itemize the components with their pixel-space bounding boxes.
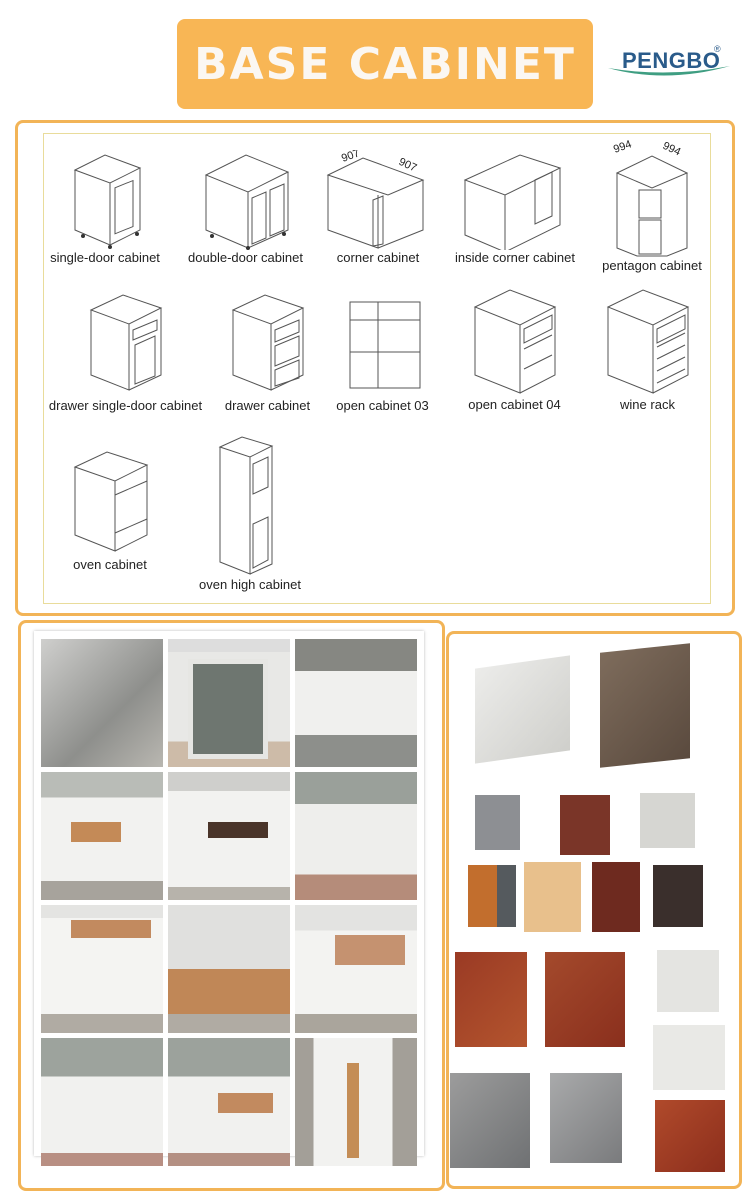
diagram-frame (43, 133, 711, 604)
cabinet-open-03: open cabinet 03 (320, 290, 445, 413)
photo-item (295, 1038, 417, 1166)
photo-item (295, 905, 417, 1033)
oven-cabinet-icon (73, 451, 149, 552)
furniture-item (455, 952, 527, 1047)
furniture-item (592, 862, 640, 932)
logo-swoosh-icon (608, 66, 730, 76)
photo-item (168, 772, 290, 900)
photo-item (168, 905, 290, 1033)
pentagon-cabinet-icon: 994 994 (612, 138, 689, 257)
cabinet-drawer: drawer cabinet (205, 290, 330, 413)
furniture-item (657, 950, 719, 1012)
double-door-cabinet-icon (204, 154, 289, 250)
cabinet-oven-high: oven high cabinet (180, 432, 320, 592)
cabinet-double-door: double-door cabinet (178, 150, 313, 265)
registered-mark: ® (714, 44, 721, 54)
cabinet-oven: oven cabinet (50, 445, 170, 572)
oven-high-cabinet-icon (218, 436, 274, 575)
brand-logo: PENGBO ® (604, 40, 734, 90)
drawer-single-door-cabinet-icon (89, 294, 162, 391)
furniture-item (524, 862, 581, 932)
photo-item (41, 1038, 163, 1166)
photo-item (295, 772, 417, 900)
furniture-item (653, 865, 703, 927)
cabinet-label: drawer cabinet (224, 398, 311, 413)
logo-text: PENGBO (622, 48, 721, 73)
cabinet-label: drawer single-door cabinet (48, 398, 203, 413)
page-title: BASE CABINET (194, 38, 576, 90)
svg-text:907: 907 (340, 150, 361, 165)
cabinet-open-04: open cabinet 04 (452, 285, 577, 412)
furniture-item (600, 643, 690, 768)
single-door-cabinet-icon (73, 154, 142, 249)
title-banner: BASE CABINET (177, 19, 593, 109)
cabinet-label: pentagon cabinet (602, 258, 702, 273)
furniture-item (653, 1025, 725, 1090)
inside-corner-cabinet-icon (463, 154, 562, 250)
wine-rack-icon (606, 289, 689, 394)
cabinet-label: open cabinet 03 (336, 398, 429, 413)
photo-item (41, 905, 163, 1033)
cabinet-label: corner cabinet (336, 250, 420, 265)
open-cabinet-03-icon (349, 301, 420, 389)
drawer-cabinet-icon (231, 294, 304, 391)
furniture-item (475, 795, 520, 850)
open-cabinet-04-icon (473, 289, 556, 394)
cabinet-pentagon: 994 994 pentagon cabinet (592, 138, 712, 273)
furniture-item (655, 1100, 725, 1172)
photo-item (168, 1038, 290, 1166)
furniture-item (450, 1073, 530, 1168)
cabinet-inside-corner: inside corner cabinet (445, 150, 585, 265)
furniture-item (475, 655, 570, 764)
photo-item (41, 772, 163, 900)
cabinet-label: double-door cabinet (188, 250, 303, 265)
svg-text:994: 994 (661, 140, 683, 159)
furniture-item (550, 1073, 622, 1163)
cabinet-label: inside corner cabinet (455, 250, 575, 265)
photo-item (295, 639, 417, 767)
furniture-item (640, 793, 695, 848)
cabinet-label: wine rack (620, 397, 675, 412)
cabinet-label: oven high cabinet (199, 577, 301, 592)
cabinet-label: single-door cabinet (50, 250, 160, 265)
cabinet-single-door: single-door cabinet (40, 150, 170, 265)
cabinet-label: open cabinet 04 (468, 397, 561, 412)
furniture-item (560, 795, 610, 855)
furniture-item (545, 952, 625, 1047)
furniture-item (468, 865, 516, 927)
cabinet-drawer-single-door: drawer single-door cabinet (38, 290, 213, 413)
photo-item (41, 639, 163, 767)
cabinet-wine-rack: wine rack (585, 285, 710, 412)
photo-grid (34, 631, 424, 1166)
cabinet-label: oven cabinet (73, 557, 147, 572)
svg-text:994: 994 (612, 138, 633, 156)
photo-item (168, 639, 290, 767)
